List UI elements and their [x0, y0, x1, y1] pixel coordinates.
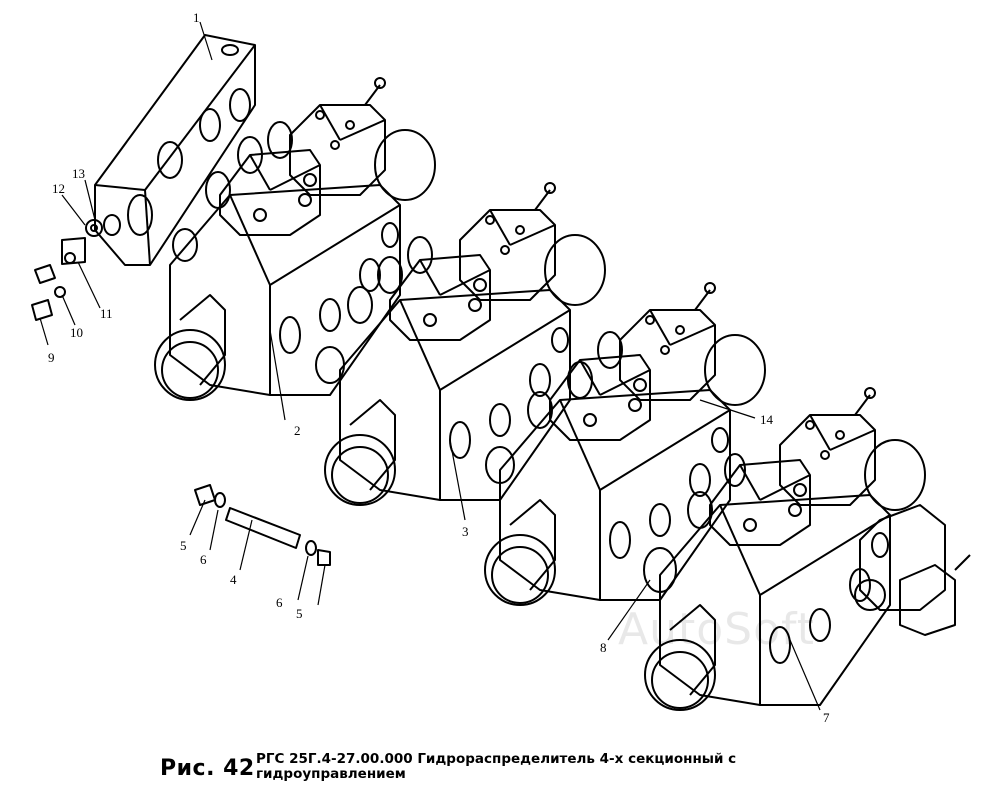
callout-13: 13 — [72, 166, 85, 181]
exploded-assembly-drawing — [31, 21, 971, 711]
callout-1: 1 — [193, 10, 200, 25]
caption-text: РГС 25Г.4-27.00.000 Гидрораспределитель … — [256, 751, 737, 782]
callout-8: 8 — [600, 640, 607, 655]
valve-section-7 — [644, 387, 971, 711]
callout-5-left: 5 — [180, 538, 187, 553]
callout-9: 9 — [48, 350, 55, 365]
watermark: AutoSoft — [618, 604, 815, 655]
callout-3: 3 — [462, 524, 469, 539]
callout-5-right: 5 — [296, 606, 303, 621]
callout-6-right: 6 — [276, 595, 283, 610]
callout-14: 14 — [760, 412, 773, 427]
figure-number: Рис. 42 — [160, 756, 255, 781]
stud-assembly — [194, 484, 331, 566]
valve-section-6 — [484, 282, 766, 606]
callout-12: 12 — [52, 181, 65, 196]
callout-7: 7 — [823, 710, 830, 725]
callout-6-left: 6 — [200, 552, 207, 567]
valve-section-3 — [324, 182, 606, 506]
leader-lines — [39, 21, 821, 711]
seal-rings-a — [172, 121, 293, 262]
seal-rings-b — [315, 236, 433, 384]
callout-11: 11 — [100, 306, 113, 321]
fastener-group-left — [31, 219, 103, 321]
callout-10: 10 — [70, 325, 83, 340]
callout-4: 4 — [230, 572, 237, 587]
end-plate — [94, 34, 256, 266]
callout-2: 2 — [294, 423, 301, 438]
